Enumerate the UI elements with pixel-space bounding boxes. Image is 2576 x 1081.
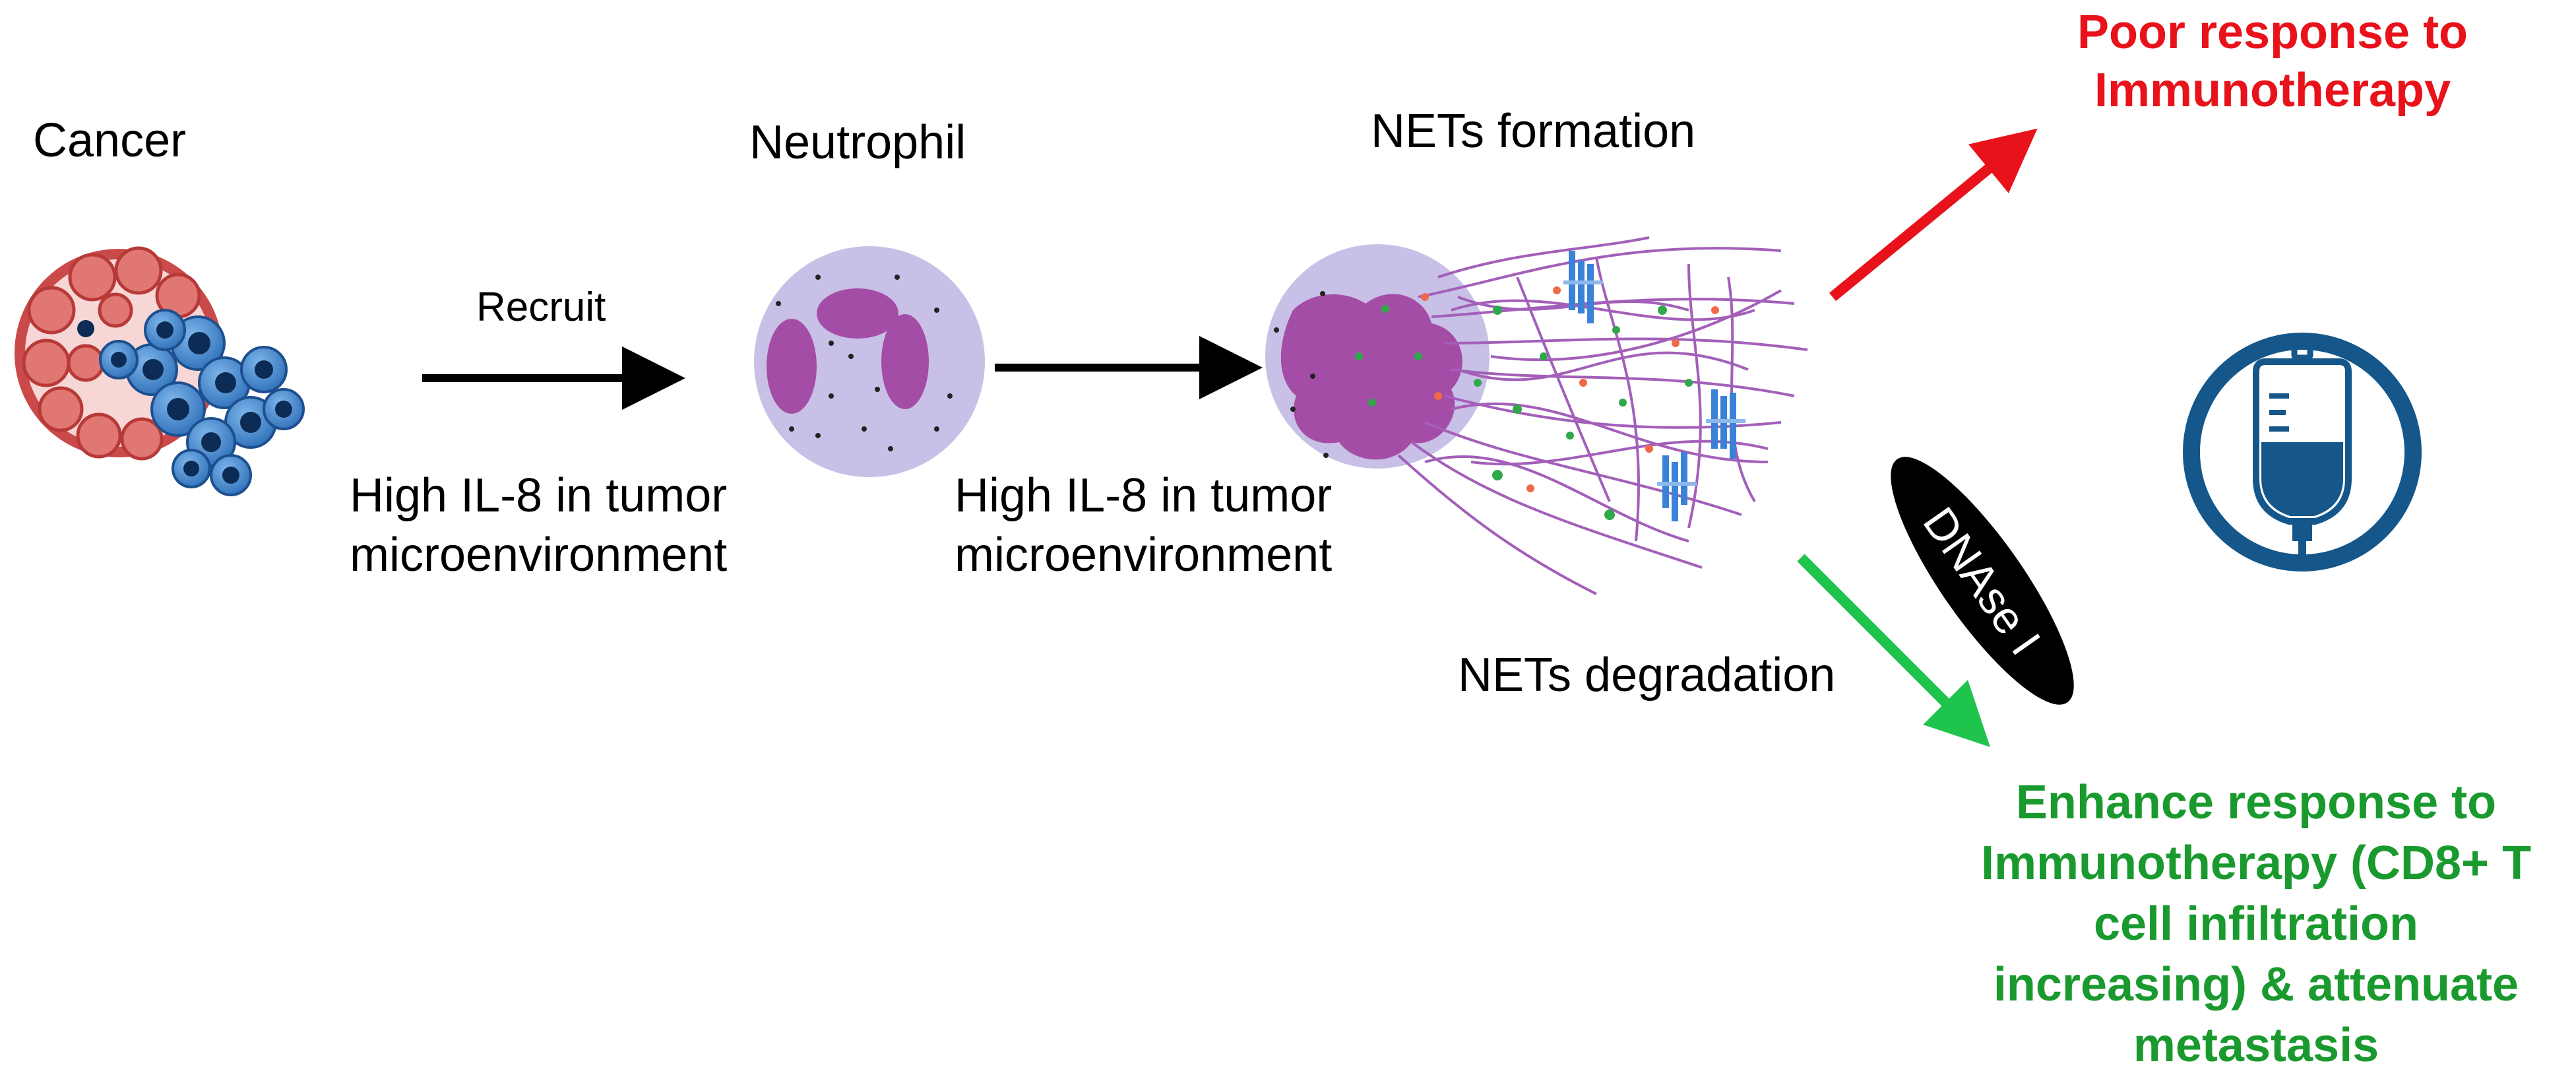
dnase-badge — [1891, 457, 2074, 705]
il8-label-first-line1: High IL-8 in tumor — [350, 469, 728, 522]
enhance-response-line4: increasing) & attenuate — [1993, 958, 2519, 1011]
il8-label-first-line2: microenvironment — [350, 529, 728, 581]
nets-formation-label: NETs formation — [1371, 105, 1696, 158]
tumor-vessel-icon — [15, 246, 305, 496]
cancer-label: Cancer — [33, 114, 187, 167]
il8-label-second: High IL-8 in tumor microenvironment — [955, 466, 1332, 585]
enhance-response-line5: metastasis — [2133, 1019, 2379, 1072]
enhance-response-arrow — [1797, 554, 1990, 747]
enhance-response-line2: Immunotherapy (CD8+ T — [1980, 837, 2532, 890]
neutrophil-cell-icon — [754, 246, 985, 477]
poor-response-arrow — [1829, 128, 2038, 302]
il8-label-second-line2: microenvironment — [955, 529, 1333, 581]
il8-label-first: High IL-8 in tumor microenvironment — [350, 466, 727, 585]
il8-label-second-line1: High IL-8 in tumor — [955, 469, 1333, 522]
poor-response-line1: Poor response to — [2077, 6, 2468, 59]
nets-degradation-label: NETs degradation — [1458, 649, 1836, 702]
enhance-response-line3: cell infiltration — [2093, 898, 2419, 950]
recruit-label: Recruit — [476, 284, 606, 330]
enhance-response-line1: Enhance response to — [2015, 776, 2497, 829]
poor-response-label: Poor response to Immunotherapy — [2009, 3, 2536, 119]
neutrophil-label: Neutrophil — [749, 116, 966, 169]
poor-response-line2: Immunotherapy — [2094, 64, 2451, 117]
iv-bag-icon — [2183, 333, 2422, 572]
neutrophil-extracellular-trap-icon — [1265, 236, 1808, 595]
enhance-response-label: Enhance response to Immunotherapy (CD8+ … — [1939, 772, 2573, 1076]
